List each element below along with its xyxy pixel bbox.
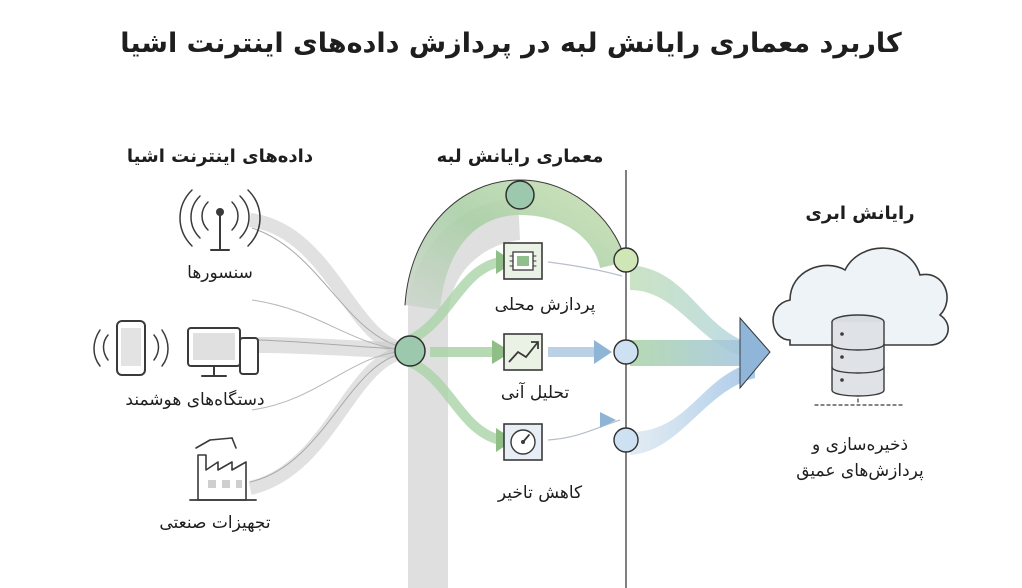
chip-icon: [503, 242, 543, 280]
function-label-latency-reduction: کاهش تاخیر: [497, 483, 583, 503]
cloud-description: ذخیره‌سازی و پردازش‌های عمیق: [775, 432, 945, 484]
source-label-smart-devices: دستگاه‌های هوشمند: [125, 390, 265, 410]
arch-top-node: [505, 180, 535, 210]
gauge-icon: [503, 423, 543, 461]
antenna-icon: [179, 189, 261, 251]
cloud-database-icon: [772, 247, 949, 406]
source-label-sensors: سنسورها: [187, 263, 253, 283]
bus-node-top: [613, 247, 639, 273]
bus-to-cloud-flows: [630, 265, 771, 455]
function-label-local-processing: پردازش محلی: [494, 295, 596, 315]
iot-column-heading: داده‌های اینترنت اشیا: [126, 146, 314, 167]
factory-icon: [189, 437, 257, 501]
edge-hub-node: [394, 335, 426, 367]
cloud-column-heading: رایانش ابری: [805, 203, 915, 224]
edge-arch: [405, 180, 625, 310]
trend-chart-icon: [503, 333, 543, 371]
page-title: کاربرد معماری رایانش لبه در پردازش داده‌…: [120, 28, 902, 59]
edge-column-heading: معماری رایانش لبه: [436, 146, 604, 167]
cloud-description-line1: ذخیره‌سازی و: [811, 435, 909, 455]
function-to-bus-flows: [547, 261, 623, 441]
smart-devices-icon: [93, 320, 259, 377]
source-label-industrial: تجهیزات صنعتی: [159, 513, 271, 533]
cloud-description-line2: پردازش‌های عمیق: [796, 461, 924, 481]
bus-node-middle: [613, 339, 639, 365]
cloud-arrow-head: [739, 316, 771, 390]
bus-node-bottom: [613, 427, 639, 453]
function-label-realtime-analysis: تحلیل آنی: [500, 383, 570, 403]
iot-input-flows: [248, 213, 407, 495]
